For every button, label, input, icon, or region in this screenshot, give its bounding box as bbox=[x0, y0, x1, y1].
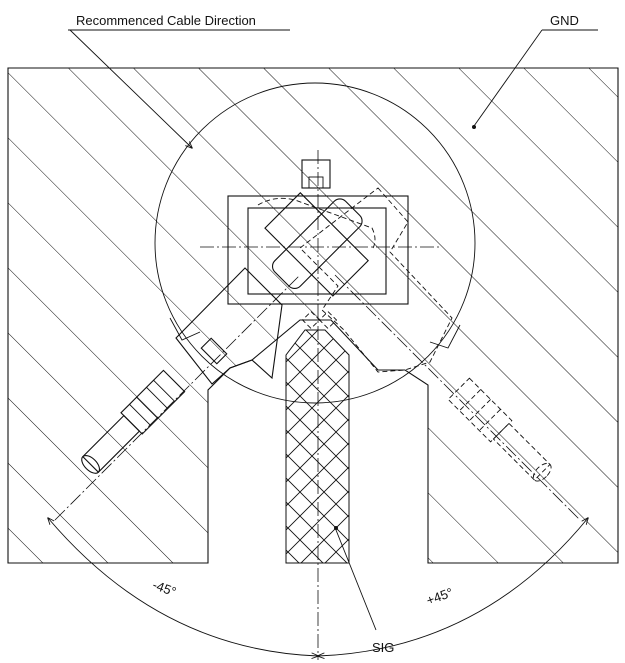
rotation-arrows bbox=[169, 317, 461, 349]
angle-dimension-arc bbox=[48, 518, 588, 656]
gnd-leader bbox=[472, 29, 598, 129]
gnd-label: GND bbox=[550, 13, 579, 28]
rotation-envelope-circle bbox=[154, 82, 476, 404]
left-plug bbox=[81, 267, 283, 474]
sig-leader bbox=[334, 526, 377, 631]
cable-direction-leader bbox=[68, 29, 290, 148]
sig-label: SIG bbox=[372, 640, 394, 655]
cable-direction-label: Recommenced Cable Direction bbox=[76, 13, 256, 28]
sig-conductor bbox=[285, 329, 350, 564]
plus-45-angle-label: +45° bbox=[424, 585, 455, 608]
minus-45-angle-label: -45° bbox=[151, 577, 179, 599]
